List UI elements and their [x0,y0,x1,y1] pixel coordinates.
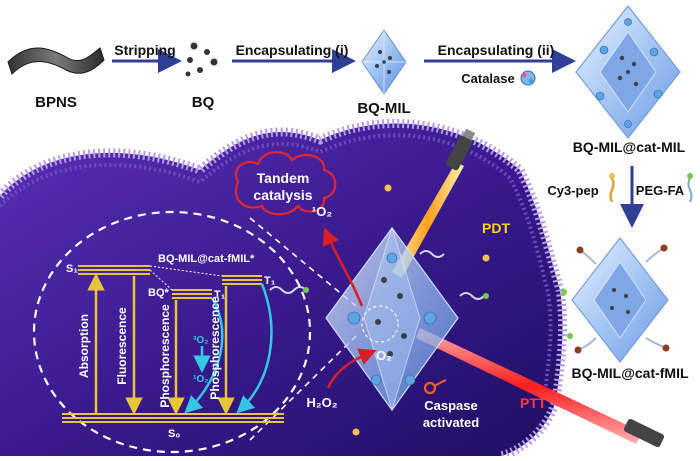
t1-right-label: T₁ [264,275,276,287]
top-state-label: BQ-MIL@cat-fMIL* [158,253,255,265]
bq-mil-cat-fmil-octahedron-icon [561,237,670,363]
o2-to-singlet-arrow [322,227,364,307]
phosphorescence-2-label: Phosphorescence [208,296,222,400]
o2-triplet-label: ³O₂ [193,335,209,346]
ptt-label: PTT [520,395,547,411]
isc-dotted-line-1 [149,269,173,291]
o2-singlet-label: ¹O₂ [193,374,209,385]
energy-diagram-ellipse [32,210,312,454]
ptt-laser-device-icon [623,418,665,448]
bq-dots-icon [185,42,218,77]
absorption-label: Absorption [77,314,91,378]
caspase-label: Caspase [424,398,477,413]
cy3-pep-chain-icon [609,173,615,203]
nanoparticle-octahedron [325,226,459,412]
bq-mil-octahedron-icon [361,29,407,95]
bpns-sheet-icon [7,47,105,75]
encapsulating-ii-label: Encapsulating (ii) [438,42,555,58]
peptide-chain-icons [269,184,490,436]
t1-left-level [172,289,212,299]
catalase-enzyme-icon [520,70,536,86]
t1-right-level [222,275,262,285]
activated-label: activated [423,415,479,430]
h2o2-label: H₂O₂ [306,395,337,410]
pdt-laser-device-icon [445,128,476,171]
bq-mil-cat-mil-octahedron-icon [575,5,681,139]
oxygen-label: O₂ [376,348,392,363]
cell-membrane [0,118,568,461]
caspase-enzyme-icon [423,379,447,395]
energy-transfer-curve-1 [184,297,224,414]
singlet-oxygen-label: ¹O₂ [312,204,332,219]
cell-membrane-inner [0,133,553,399]
peg-fa-chain-icon [687,173,693,203]
zoom-line-top [249,217,357,307]
encapsulating-i-label: Encapsulating (i) [236,42,349,58]
energy-transfer-curve-2 [236,283,273,414]
t1-left-label: T₁ [214,289,226,301]
s1-label: S₁ [66,263,78,275]
pdt-laser-beam [392,162,464,278]
tandem-catalysis-cloud [234,151,337,216]
isc-dotted-line-2 [149,265,223,277]
bq-mil-label: BQ-MIL [357,100,410,117]
pdt-label: PDT [482,220,510,236]
peg-fa-label: PEG-FA [636,183,685,198]
cy3-pep-label: Cy3-pep [547,183,598,198]
stripping-label: Stripping [114,42,175,58]
phosphorescence-1-label: Phosphorescence [158,304,172,408]
bq-star-label: BQ* [148,287,170,299]
ptt-laser-beam [416,328,642,444]
bpns-label: BPNS [35,94,77,111]
catalase-label: Catalase [461,71,514,86]
s0-label: S₀ [168,428,180,440]
fluorescence-label: Fluorescence [115,307,129,385]
bq-mil-cat-fmil-label: BQ-MIL@cat-fMIL [571,365,689,381]
h2o2-to-o2-arrow [326,348,377,389]
bq-mil-cat-mil-label: BQ-MIL@cat-MIL [573,139,686,155]
tandem-label: Tandem [257,170,310,186]
catalysis-label: catalysis [253,187,312,203]
bq-label: BQ [192,94,215,111]
